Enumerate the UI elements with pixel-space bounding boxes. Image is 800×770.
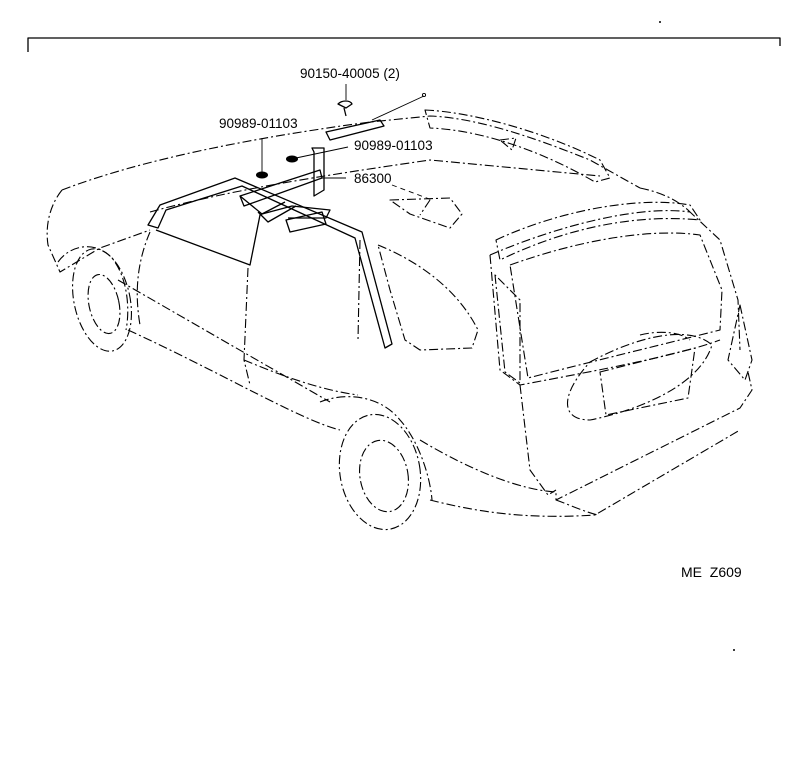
part-label-grommet-left: 90989-01103 — [219, 116, 298, 131]
part-label-screw: 90150-40005 (2) — [300, 66, 400, 81]
antenna-assembly — [239, 92, 427, 233]
diagram-code: ME Z609 — [681, 564, 742, 580]
part-label-grommet-right: 90989-01103 — [354, 138, 433, 153]
car-body-outline — [46, 109, 753, 531]
speck — [659, 21, 661, 23]
frame-bracket — [27, 37, 781, 52]
speck — [733, 649, 735, 651]
part-label-antenna: 86300 — [354, 171, 392, 186]
